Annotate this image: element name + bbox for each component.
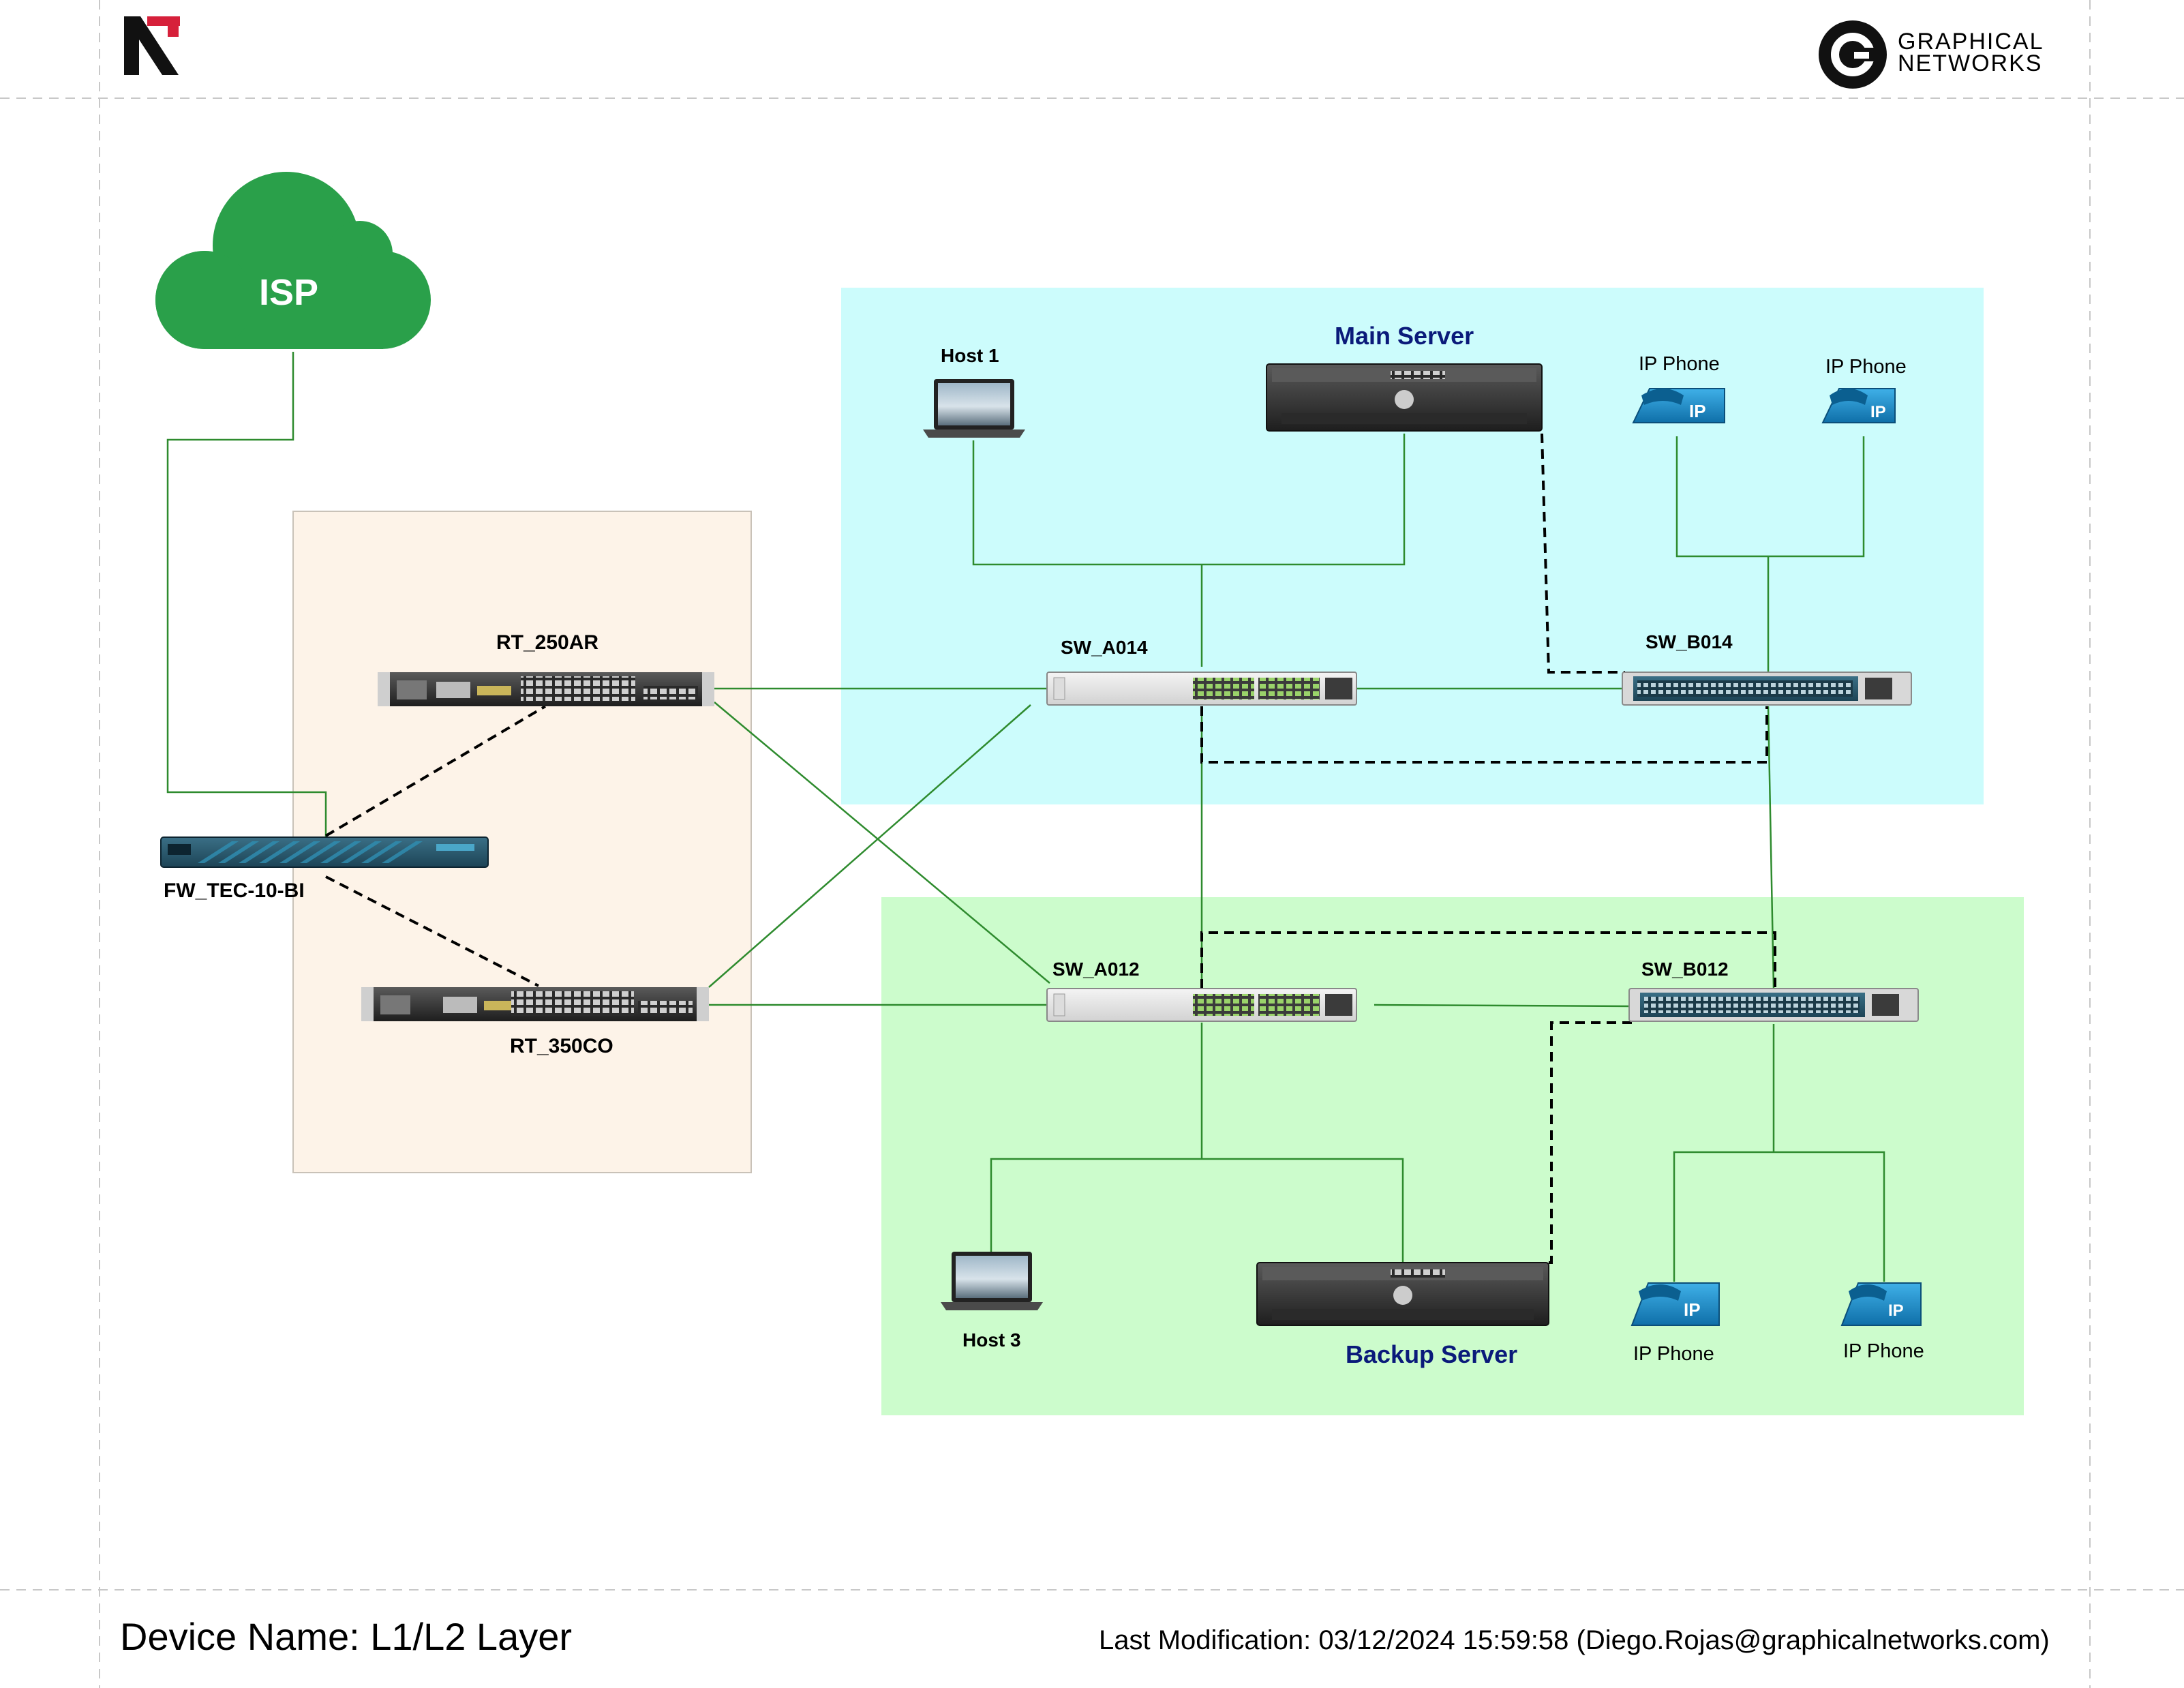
sw-b014-label: SW_B014 bbox=[1645, 631, 1733, 652]
isp-cloud-label: ISP bbox=[259, 272, 319, 313]
ip-phone-top-left-icon: IP bbox=[1632, 388, 1725, 423]
sw-a012-device-icon bbox=[1046, 988, 1357, 1022]
svg-text:IP: IP bbox=[1870, 403, 1886, 421]
svg-text:IP: IP bbox=[1684, 1299, 1701, 1320]
sw-a014-label: SW_A014 bbox=[1061, 637, 1148, 658]
backup-server-label: Backup Server bbox=[1346, 1340, 1518, 1368]
router-top-label: RT_250AR bbox=[496, 631, 599, 654]
firewall-label: FW_TEC-10-BI bbox=[164, 879, 305, 902]
backup-server-device-icon bbox=[1256, 1262, 1549, 1326]
ip-phone-top-right-icon: IP bbox=[1821, 388, 1896, 423]
ip-phone-bottom-left-icon: IP bbox=[1631, 1282, 1720, 1326]
sw-b014-device-icon bbox=[1622, 672, 1912, 706]
host3-laptop-icon bbox=[941, 1252, 1043, 1310]
host1-label: Host 1 bbox=[941, 345, 999, 366]
sw-a012-label: SW_A012 bbox=[1052, 959, 1140, 980]
firewall-device-icon bbox=[160, 837, 489, 868]
isp-cloud-icon bbox=[155, 172, 431, 349]
device-name-footer: Device Name: L1/L2 Layer bbox=[120, 1615, 573, 1658]
brand-logo-left-icon bbox=[124, 16, 180, 75]
router-bottom-label: RT_350CO bbox=[510, 1035, 613, 1057]
router-bottom-device-icon bbox=[361, 987, 709, 1021]
ip-phone-bottom-right-icon: IP bbox=[1840, 1282, 1922, 1326]
main-server-device-icon bbox=[1266, 363, 1543, 432]
last-modification-footer: Last Modification: 03/12/2024 15:59:58 (… bbox=[1099, 1625, 2050, 1655]
main-server-label: Main Server bbox=[1335, 322, 1474, 350]
brand-name-line2: NETWORKS bbox=[1898, 50, 2043, 76]
ip-phone-bottom-right-label: IP Phone bbox=[1843, 1340, 1924, 1362]
svg-text:IP: IP bbox=[1689, 401, 1706, 421]
solid-links bbox=[166, 352, 1885, 1282]
sw-a014-device-icon bbox=[1046, 672, 1357, 706]
sw-b012-label: SW_B012 bbox=[1641, 959, 1729, 980]
host1-laptop-icon bbox=[923, 379, 1025, 438]
ip-phone-top-right-label: IP Phone bbox=[1825, 356, 1907, 378]
host3-label: Host 3 bbox=[962, 1329, 1021, 1351]
brand-name-line1: GRAPHICAL bbox=[1898, 29, 2044, 55]
router-top-device-icon bbox=[378, 672, 714, 706]
graphical-networks-logo-icon bbox=[1819, 20, 1887, 89]
svg-text:IP: IP bbox=[1888, 1301, 1904, 1320]
dashed-links bbox=[324, 433, 1776, 1264]
sw-b012-device-icon bbox=[1628, 988, 1919, 1022]
ip-phone-top-left-label: IP Phone bbox=[1639, 353, 1720, 375]
ip-phone-bottom-left-label: IP Phone bbox=[1633, 1343, 1714, 1365]
backup-server-zone bbox=[881, 897, 2024, 1415]
